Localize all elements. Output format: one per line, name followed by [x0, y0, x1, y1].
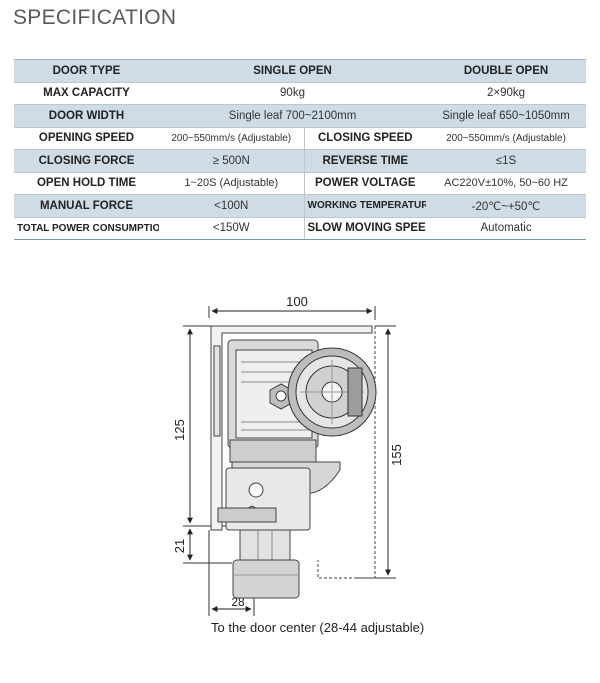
- door-width-double: Single leaf 650~1050mm: [426, 104, 587, 128]
- carriage-body: [217, 461, 341, 531]
- max-capacity-label: MAX CAPACITY: [14, 82, 159, 105]
- manual-force-value: <100N: [159, 194, 304, 218]
- open-hold-time-label: OPEN HOLD TIME: [14, 172, 159, 195]
- slow-moving-speed-value: Automatic: [426, 217, 587, 240]
- max-capacity-double: 2×90kg: [426, 82, 587, 105]
- cover-outline: [317, 326, 376, 579]
- opening-speed-label: OPENING SPEED: [14, 127, 159, 150]
- page-title: SPECIFICATION: [13, 6, 177, 29]
- specification-table: DOOR TYPE SINGLE OPEN DOUBLE OPEN MAX CA…: [14, 59, 587, 240]
- main-height-dimension: 125: [172, 325, 230, 527]
- max-capacity-single: 90kg: [159, 82, 427, 105]
- open-hold-time-value: 1~20S (Adjustable): [159, 172, 304, 195]
- door-width-label: DOOR WIDTH: [14, 104, 159, 128]
- working-temperature-label: WORKING TEMPERATURE: [303, 194, 427, 218]
- opening-speed-value: 200~550mm/s (Adjustable): [159, 127, 304, 150]
- manual-force-label: MANUAL FORCE: [14, 194, 159, 218]
- drawing-caption: To the door center (28-44 adjustable): [211, 620, 425, 635]
- bottom-height-dimension: 21: [172, 528, 232, 564]
- closing-speed-label: CLOSING SPEED: [303, 127, 427, 150]
- door-type-label: DOOR TYPE: [14, 59, 159, 83]
- door-width-single: Single leaf 700~2100mm: [159, 104, 427, 128]
- power-voltage-value: AC220V±10%, 50~60 HZ: [426, 172, 587, 195]
- total-power-consumption-label: TOTAL POWER CONSUMPTION: [14, 217, 159, 240]
- slow-moving-speed-label: SLOW MOVING SPEED: [303, 217, 427, 240]
- bottom-height-label: 21: [172, 539, 187, 553]
- table-row: OPENING SPEED 200~550mm/s (Adjustable) C…: [14, 127, 587, 150]
- reverse-time-value: ≤1S: [426, 149, 587, 173]
- power-voltage-label: POWER VOLTAGE: [303, 172, 427, 195]
- closing-speed-value: 200~550mm/s (Adjustable): [426, 127, 587, 150]
- table-row: TOTAL POWER CONSUMPTION <150W SLOW MOVIN…: [14, 217, 587, 240]
- table-row: DOOR WIDTH Single leaf 700~2100mm Single…: [14, 104, 587, 128]
- total-height-label: 155: [389, 444, 404, 466]
- single-open-header: SINGLE OPEN: [159, 59, 427, 83]
- table-row: MAX CAPACITY 90kg 2×90kg: [14, 82, 587, 105]
- table-row: DOOR TYPE SINGLE OPEN DOUBLE OPEN: [14, 59, 587, 83]
- width-dimension-label: 100: [286, 294, 308, 309]
- working-temperature-value: -20℃~+50℃: [426, 194, 587, 218]
- table-row: MANUAL FORCE <100N WORKING TEMPERATURE -…: [14, 194, 587, 218]
- housing-profile: [210, 325, 373, 531]
- closing-force-value: ≥ 500N: [159, 149, 304, 173]
- reverse-time-label: REVERSE TIME: [303, 149, 427, 173]
- main-height-label: 125: [172, 419, 187, 441]
- width-dimension: 100: [208, 294, 376, 320]
- belt-pulley: [287, 347, 377, 437]
- table-row: OPEN HOLD TIME 1~20S (Adjustable) POWER …: [14, 172, 587, 195]
- total-power-consumption-value: <150W: [159, 217, 304, 240]
- operator-cross-section-drawing: 100 125 21 155 28: [172, 294, 404, 616]
- table-row: CLOSING FORCE ≥ 500N REVERSE TIME ≤1S: [14, 149, 587, 173]
- double-open-header: DOUBLE OPEN: [426, 59, 587, 83]
- closing-force-label: CLOSING FORCE: [14, 149, 159, 173]
- door-hanger: [232, 529, 300, 599]
